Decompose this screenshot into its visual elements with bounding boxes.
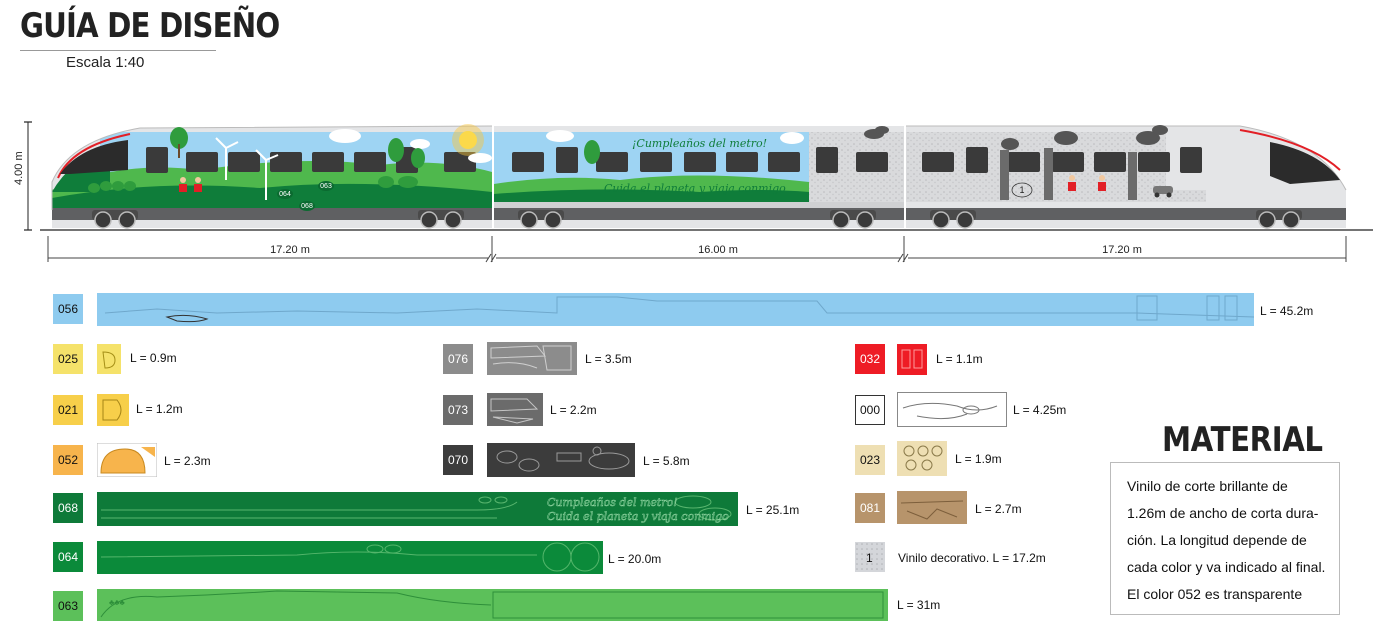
material-title: MATERIAL: [1162, 420, 1323, 460]
length-decorative: Vinilo decorativo. L = 17.2m: [898, 551, 1046, 565]
swatch-decorative: [855, 542, 885, 572]
strip-081: [897, 491, 967, 524]
length-064: L = 20.0m: [608, 552, 662, 566]
strip-070: [487, 443, 635, 477]
people-figures: [1068, 175, 1106, 191]
factory-chimneys: [1000, 125, 1168, 200]
swatch-056: 056: [53, 294, 83, 324]
strip-076: [487, 342, 577, 375]
strip-064: [97, 541, 603, 574]
trees: [88, 127, 425, 193]
scale-label: Escala 1:40: [66, 54, 145, 71]
strip-032: [897, 344, 927, 375]
length-025: L = 0.9m: [130, 351, 177, 365]
length-dimensions: [47, 236, 1347, 263]
length-070: L = 5.8m: [643, 454, 690, 468]
length-032: L = 1.1m: [936, 352, 983, 366]
car-2-windows: [512, 147, 888, 173]
swatch-081: 081: [855, 493, 885, 523]
length-052: L = 2.3m: [164, 454, 211, 468]
length-021: L = 1.2m: [136, 402, 183, 416]
swatch-025: 025: [53, 344, 83, 374]
strip-052: [97, 443, 157, 477]
strip-068: Cumpleaños del metro! Cuida el planeta y…: [97, 492, 738, 526]
car-icon: [1153, 186, 1173, 198]
strip-056: [97, 293, 1254, 326]
strip-063: ♣♣♣: [97, 589, 888, 621]
material-line: cada color y va indicado al final.: [1127, 559, 1326, 575]
strip-073: [487, 393, 543, 426]
height-label: 4.00 m: [13, 151, 25, 185]
swatch-000: 000: [855, 395, 885, 425]
train-illustration: 4.00 m 064 063: [13, 121, 1373, 263]
material-box: Vinilo de corte brillante de 1.26m de an…: [1110, 462, 1340, 615]
swatch-032: 032: [855, 344, 885, 374]
svg-text:068: 068: [301, 203, 313, 210]
svg-text:Cumpleaños del metro!: Cumpleaños del metro!: [547, 496, 678, 509]
length-000: L = 4.25m: [1013, 403, 1067, 417]
length-056: L = 45.2m: [1260, 304, 1314, 318]
svg-text:064: 064: [279, 191, 291, 198]
svg-text:1: 1: [1019, 185, 1024, 195]
wheels: [94, 211, 1300, 229]
wind-turbines: [215, 137, 279, 200]
train-slogan-2: Cuida el planeta y viaja conmigo: [604, 182, 786, 195]
swatch-052: 052: [53, 445, 83, 475]
length-068: L = 25.1m: [746, 503, 800, 517]
length-076: L = 3.5m: [585, 352, 632, 366]
length-063: L = 31m: [897, 598, 941, 612]
strip-021: [97, 394, 129, 426]
page-title: GUÍA DE DISEÑO: [20, 6, 280, 46]
car-3-windows: [922, 147, 1202, 173]
material-line: ción. La longitud depende de: [1127, 532, 1307, 548]
segment-length-1: 17.20 m: [270, 244, 310, 256]
segment-length-2: 16.00 m: [698, 244, 738, 256]
swatch-063: 063: [53, 591, 83, 621]
material-line: Vinilo de corte brillante de: [1127, 478, 1288, 494]
strip-000: [897, 392, 1007, 427]
length-081: L = 2.7m: [975, 502, 1022, 516]
train-tags: 064 063 068: [277, 181, 334, 211]
swatch-073: 073: [443, 395, 473, 425]
kids-figures: [179, 177, 202, 192]
material-line: 1.26m de ancho de corta dura-: [1127, 505, 1319, 521]
title-underline: [20, 50, 216, 51]
segment-length-3: 17.20 m: [1102, 244, 1142, 256]
swatch-076: 076: [443, 344, 473, 374]
swatch-021: 021: [53, 395, 83, 425]
strip-025: [97, 344, 121, 374]
train-slogan-1: ¡Cumpleaños del metro!: [632, 137, 767, 150]
strip-023: [897, 441, 947, 476]
svg-text:063: 063: [320, 183, 332, 190]
swatch-068: 068: [53, 493, 83, 523]
length-073: L = 2.2m: [550, 403, 597, 417]
length-023: L = 1.9m: [955, 452, 1002, 466]
swatch-070: 070: [443, 445, 473, 475]
swatch-023: 023: [855, 445, 885, 475]
swatch-064: 064: [53, 542, 83, 572]
code-decorative: 1: [866, 551, 873, 565]
svg-text:Cuida el planeta y viaja conmi: Cuida el planeta y viaja conmigo: [547, 510, 729, 523]
material-line: El color 052 es transparente: [1127, 586, 1303, 602]
svg-text:♣♣♣: ♣♣♣: [109, 598, 126, 607]
